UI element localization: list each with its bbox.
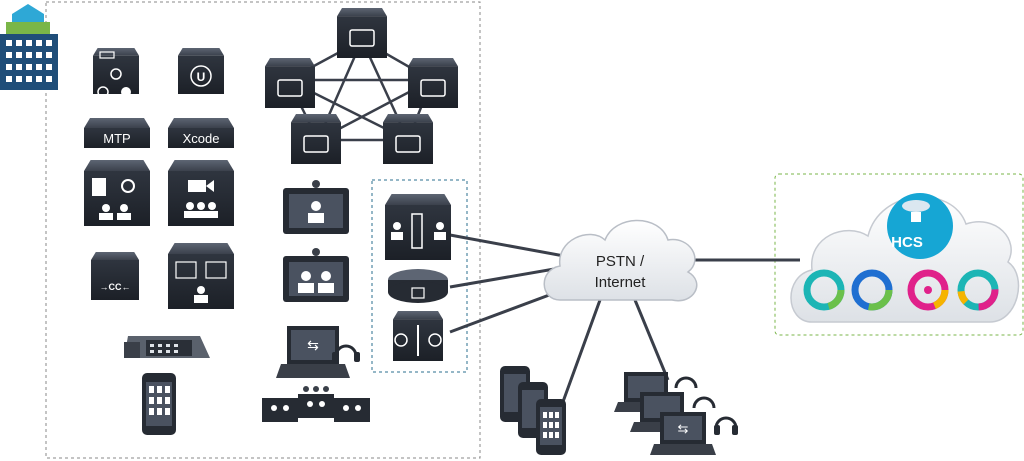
xcode-label: Xcode [183, 131, 220, 146]
transcoder-icon: U [178, 48, 224, 94]
firewall-icon [385, 194, 451, 260]
call-manager-icon [291, 114, 341, 164]
cloud-icon: PSTN / Internet [543, 219, 698, 302]
webex-icon [907, 269, 949, 311]
call-manager-icon [408, 58, 458, 108]
svg-text:⇆: ⇆ [307, 337, 319, 353]
mtp-switch-icon: MTP [84, 118, 150, 148]
headset-icon [332, 344, 360, 362]
border-element-icon [393, 311, 443, 361]
premises-frame [45, 1, 481, 459]
video-conference-server-icon [168, 160, 234, 226]
call-manager-icon [337, 8, 387, 58]
call-manager-icon [265, 58, 315, 108]
mobile-phone-icon [142, 373, 176, 435]
recording-server-icon [84, 160, 150, 226]
contact-center-icon: →CC← [91, 252, 139, 300]
hcs-icon: HCS [887, 193, 953, 259]
cloud-frame [774, 173, 1024, 336]
conference-bridge-icon [168, 243, 234, 309]
desk-phone-icon [124, 336, 210, 358]
mtp-label: MTP [103, 131, 130, 146]
call-manager-icon [383, 114, 433, 164]
cloud-label-line1: PSTN / [596, 253, 645, 270]
softphone-icon: ⇆ [276, 326, 350, 378]
svg-text:U: U [197, 70, 206, 84]
video-endpoint-icon [283, 248, 349, 302]
building-icon [0, 4, 58, 90]
hcs-label: HCS [891, 234, 923, 251]
laptop-cluster-icon: ⇆ [614, 372, 738, 455]
webex-icon [851, 269, 893, 311]
mobile-cluster-icon [500, 366, 566, 455]
svg-text:⇆: ⇆ [678, 421, 689, 436]
webex-icon [957, 269, 999, 311]
svg-text:→CC←: →CC← [100, 282, 131, 292]
video-endpoint-icon [283, 180, 349, 234]
router-icon [388, 269, 448, 303]
telepresence-icon [262, 386, 370, 422]
webex-icon [803, 269, 845, 311]
cloud-label-line2: Internet [595, 274, 647, 291]
media-resource-icon [93, 48, 139, 98]
xcode-switch-icon: Xcode [168, 118, 234, 148]
